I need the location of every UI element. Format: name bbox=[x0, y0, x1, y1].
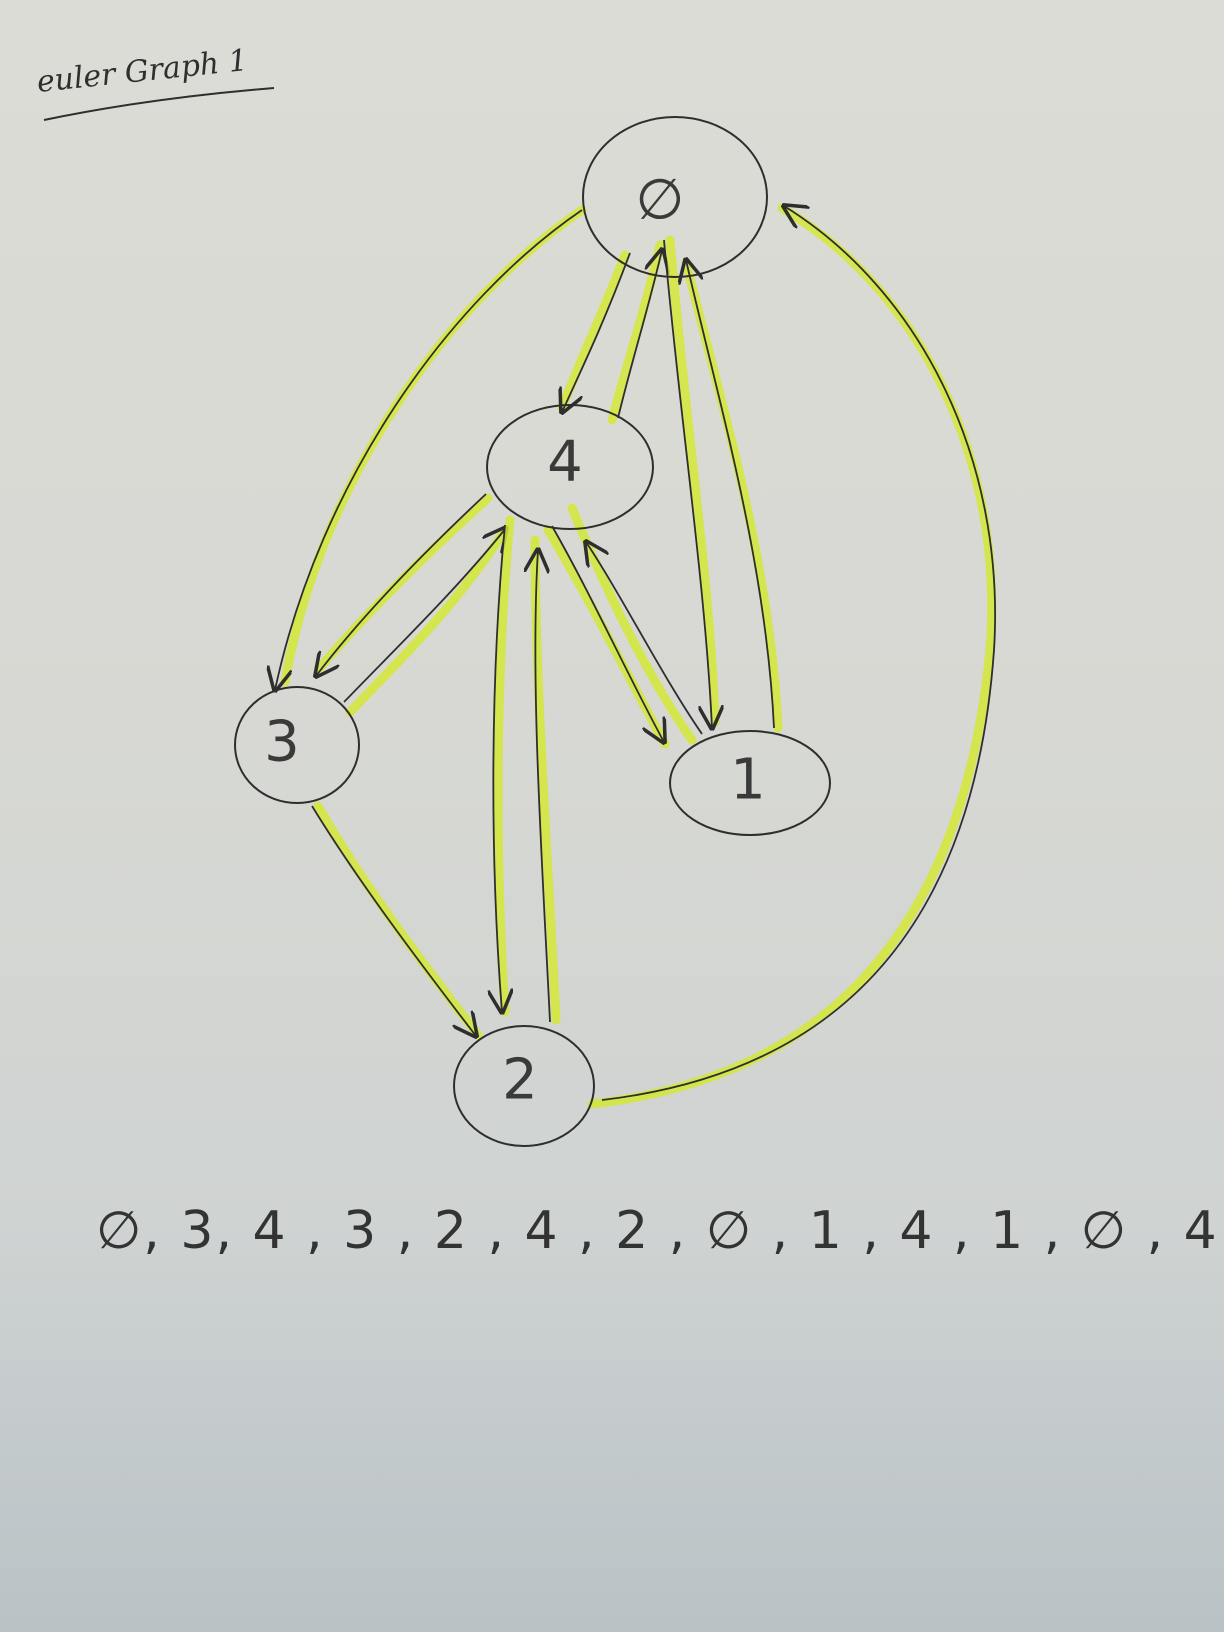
node-2: 2 bbox=[453, 1025, 595, 1147]
edge-2-to-0 bbox=[587, 206, 997, 1109]
edge-0-to-4 bbox=[557, 250, 631, 412]
edges-group bbox=[275, 205, 997, 1109]
node-3: 3 bbox=[234, 686, 360, 804]
edge-1-to-0 bbox=[686, 260, 783, 733]
edge-4-to-1 bbox=[543, 525, 670, 749]
node-4: 4 bbox=[486, 404, 654, 530]
edge-0-to-1 bbox=[663, 235, 715, 728]
edge-2-to-4 bbox=[535, 535, 561, 1025]
edge-1-to-4 bbox=[567, 503, 703, 745]
edge-0-to-3 bbox=[275, 205, 587, 690]
circuit-sequence: ∅, 3, 4 , 3 , 2 , 4 , 2 , ∅ , 1 , 4 , 1 … bbox=[96, 1201, 1224, 1261]
node-3-circle bbox=[234, 686, 360, 804]
node-4-circle bbox=[486, 404, 654, 530]
node-2-circle bbox=[453, 1025, 595, 1147]
title-underline bbox=[43, 87, 275, 121]
node-3-label: 3 bbox=[264, 710, 300, 775]
node-1-circle bbox=[669, 730, 831, 836]
graph-title: euler Graph 1 bbox=[35, 43, 249, 100]
node-1-label: 1 bbox=[730, 748, 766, 813]
edge-4-to-3 bbox=[316, 493, 493, 676]
node-2-label: 2 bbox=[502, 1048, 538, 1113]
edge-3-to-2 bbox=[311, 801, 483, 1036]
node-4-label: 4 bbox=[547, 430, 583, 495]
edge-3-to-4 bbox=[343, 528, 506, 717]
node-1: 1 bbox=[669, 730, 831, 836]
node-0-circle bbox=[582, 116, 768, 278]
edge-4-to-0 bbox=[607, 240, 662, 425]
node-0: ∅ bbox=[582, 116, 768, 278]
node-0-label: ∅ bbox=[636, 168, 685, 233]
edge-4-to-2 bbox=[493, 515, 515, 1017]
